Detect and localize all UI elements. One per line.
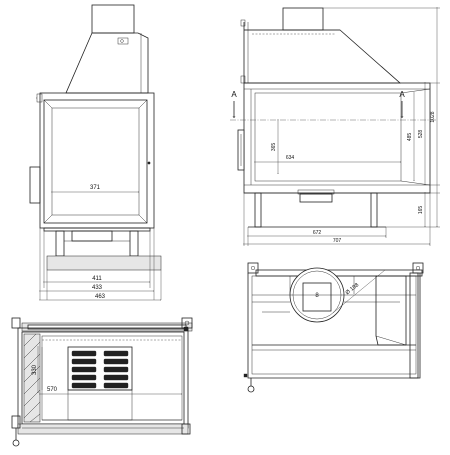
plan-view: 330 570 bbox=[11, 317, 193, 447]
dim-634: 634 bbox=[286, 155, 295, 161]
front-flue-collar bbox=[91, 4, 135, 34]
dim-330: 330 bbox=[32, 364, 38, 375]
dim-165: 165 bbox=[418, 206, 424, 215]
dim-672: 672 bbox=[313, 230, 322, 236]
dim-463: 463 bbox=[95, 294, 106, 300]
dim-1028: 1028 bbox=[430, 111, 436, 122]
side-view: A A 365 634 485 528 1028 165 bbox=[230, 8, 440, 246]
plan-adjust-knob bbox=[12, 439, 20, 447]
plan-left-wall bbox=[23, 333, 41, 423]
dim-flue-diameter: Ø 198 bbox=[345, 282, 361, 296]
front-hood bbox=[65, 32, 149, 94]
side-flue-collar bbox=[282, 7, 324, 31]
section-label-left: A bbox=[231, 90, 237, 99]
dim-528: 528 bbox=[418, 130, 424, 139]
dim-371: 371 bbox=[90, 185, 101, 191]
section-body bbox=[247, 273, 421, 379]
section-baffle bbox=[375, 275, 407, 346]
dim-365: 365 bbox=[271, 143, 277, 152]
dim-485: 485 bbox=[407, 133, 413, 142]
front-ash-drawer bbox=[71, 230, 113, 242]
side-body bbox=[243, 82, 431, 194]
side-hood bbox=[243, 22, 402, 84]
dim-707: 707 bbox=[333, 238, 342, 244]
section-view: 8 Ø 198 bbox=[243, 262, 424, 393]
front-door-frame bbox=[43, 99, 148, 224]
dim-433: 433 bbox=[92, 285, 103, 291]
dim-411: 411 bbox=[92, 276, 102, 282]
side-glass bbox=[254, 92, 402, 182]
grille-louvers bbox=[71, 350, 129, 389]
plan-body bbox=[17, 327, 189, 429]
section-adjust-knob bbox=[247, 385, 255, 393]
flue-damper bbox=[302, 282, 332, 312]
front-glass bbox=[51, 107, 140, 216]
front-view: 371 411 433 463 bbox=[29, 4, 162, 300]
side-ash-drawer bbox=[299, 193, 333, 203]
dim-570: 570 bbox=[47, 387, 58, 393]
front-floor-slab bbox=[46, 255, 162, 271]
door-handle bbox=[29, 166, 41, 204]
front-body bbox=[39, 92, 155, 229]
section-label-right: A bbox=[399, 90, 405, 99]
flue-mark: 8 bbox=[315, 293, 319, 299]
